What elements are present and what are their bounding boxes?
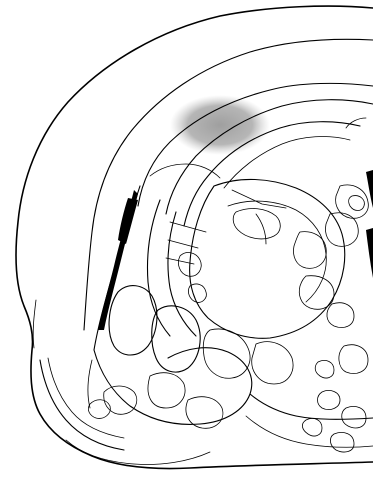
cortex-line-2	[33, 300, 36, 348]
lower-layer-outline-2	[48, 358, 124, 438]
medial-dark-band-lower	[366, 228, 373, 278]
small-nucleus-6	[342, 406, 366, 427]
capsule-fiber-2	[168, 240, 198, 248]
small-nucleus-4	[315, 360, 334, 378]
medial-dark-band-upper	[366, 170, 373, 208]
striatum-outline	[148, 200, 171, 336]
lower-layer-outline-1	[40, 360, 124, 450]
small-nucleus-2	[327, 303, 354, 328]
fornix-line-2	[256, 214, 266, 244]
small-nucleus-7	[302, 418, 322, 436]
thalamus-inner-contour	[228, 201, 326, 302]
small-nucleus-1	[349, 196, 365, 211]
lateral-lobe-2	[152, 306, 200, 372]
hippocampal-arc-5	[346, 118, 366, 128]
internal-capsule-outline	[168, 212, 196, 336]
amygdala-nucleus-4	[88, 400, 110, 419]
cortex-line-1	[88, 360, 92, 408]
fornix-line	[232, 190, 286, 208]
thalamus-nucleus-5	[336, 185, 369, 218]
highlighted-region	[170, 95, 270, 155]
hippocampal-arc-6	[150, 164, 220, 178]
small-nucleus-5	[318, 390, 341, 409]
small-nucleus-8	[330, 432, 354, 452]
thalamus-outline	[190, 179, 345, 338]
ventricle-dark-fill-upper	[118, 198, 138, 244]
thalamus-nucleus-1	[233, 209, 280, 239]
small-nucleus-3	[339, 345, 368, 374]
capsule-fiber-1	[170, 222, 206, 232]
lateral-lobe-4	[252, 342, 293, 384]
thalamus-nucleus-4	[326, 213, 359, 247]
amygdala-nucleus-1	[104, 386, 137, 414]
amygdala-nucleus-2	[148, 373, 185, 408]
lower-contour-left	[66, 440, 210, 465]
outer-brain-outline	[16, 6, 373, 468]
